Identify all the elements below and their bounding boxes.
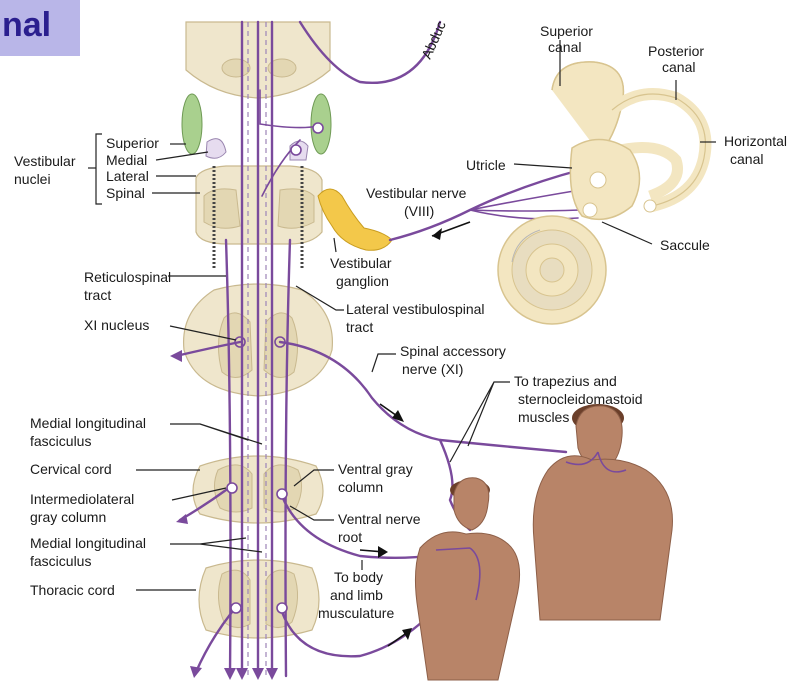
inner-ear-labyrinth xyxy=(497,61,712,325)
spinal-nucleus-label: Spinal xyxy=(106,185,145,201)
medial-nucleus-label: Medial xyxy=(106,152,147,168)
medial-nucleus-left xyxy=(205,138,227,159)
utricle-label: Utricle xyxy=(466,157,506,173)
saccule-label: Saccule xyxy=(660,237,710,253)
thoracic-cord-label: Thoracic cord xyxy=(30,582,115,598)
spinal-accessory-nerve xyxy=(278,340,568,454)
superior-nucleus-label: Superior xyxy=(106,135,159,151)
lateral-nucleus-label: Lateral xyxy=(106,168,149,184)
xi-nucleus-label: XI nucleus xyxy=(84,317,149,333)
leader-lines xyxy=(88,40,716,591)
cervical-cord-label: Cervical cord xyxy=(30,461,112,477)
abducens-nerve xyxy=(298,20,442,85)
superior-nucleus-left xyxy=(181,93,203,155)
torso-figure-large xyxy=(532,404,673,621)
vestibular-nerve-label: Vestibular nerve(VIII) xyxy=(366,185,467,219)
torso-figure-small xyxy=(414,477,521,681)
abducens-label-fragment: Abduc xyxy=(418,18,449,61)
page-title-fragment: nal xyxy=(0,0,80,56)
